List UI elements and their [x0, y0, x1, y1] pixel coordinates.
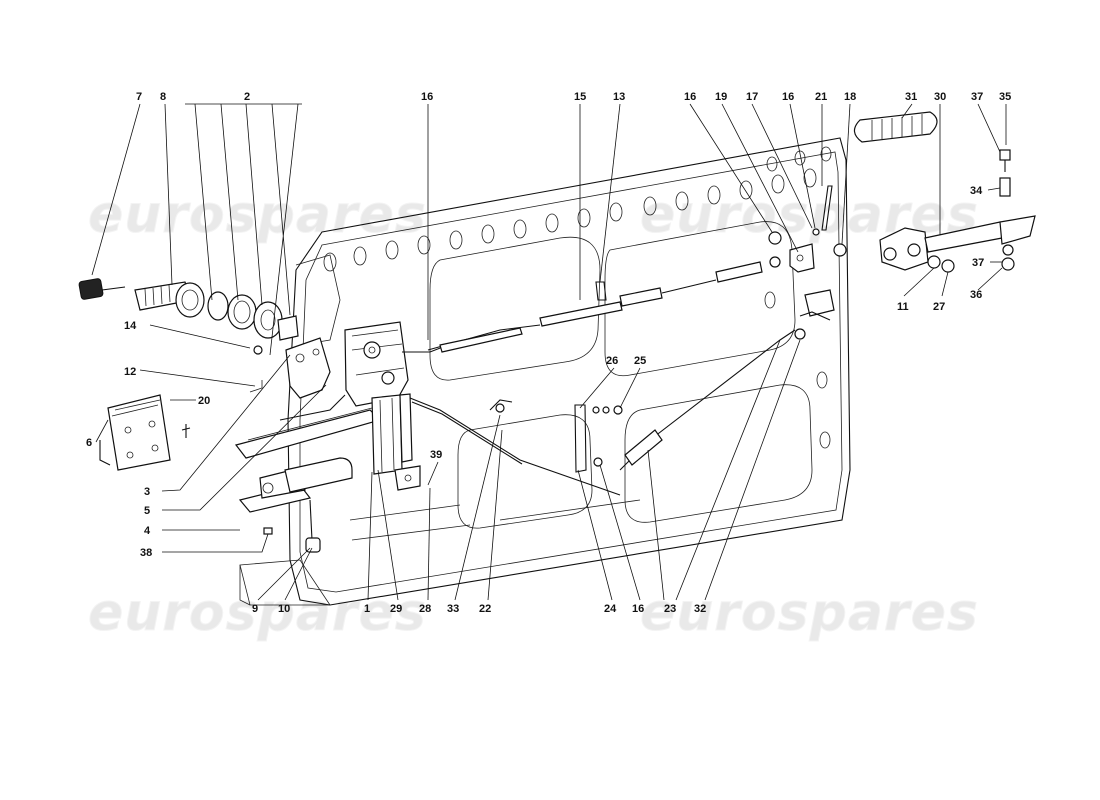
callout-18: 18 [844, 91, 856, 103]
callout-5: 5 [144, 505, 150, 517]
callout-11: 11 [897, 301, 909, 313]
release-lever-assembly [234, 337, 382, 553]
watermark-bottom-left: eurospares [88, 583, 427, 643]
callout-32: 32 [694, 603, 706, 615]
watermark-top-right: eurospares [640, 185, 979, 245]
callout-16-bottom: 16 [632, 603, 644, 615]
callout-14: 14 [124, 320, 137, 332]
callout-9: 9 [252, 603, 258, 615]
callout-15: 15 [574, 91, 586, 103]
callout-37-top: 37 [971, 91, 983, 103]
callout-16-top-right: 16 [782, 91, 794, 103]
outside-handle [853, 111, 1036, 273]
callout-20: 20 [198, 395, 210, 407]
callout-30: 30 [934, 91, 946, 103]
callout-31: 31 [905, 91, 917, 103]
callout-4: 4 [144, 525, 151, 537]
washer-stack [592, 405, 623, 415]
callout-7: 7 [136, 91, 142, 103]
callout-33: 33 [447, 603, 459, 615]
watermark-group: eurospares eurospares eurospares eurospa… [88, 185, 979, 644]
callout-12: 12 [124, 366, 136, 378]
callout-13: 13 [613, 91, 625, 103]
callout-1: 1 [364, 603, 370, 615]
callout-34: 34 [970, 185, 983, 197]
callout-23: 23 [664, 603, 676, 615]
remote-lever-bracket [768, 185, 847, 321]
callout-2: 2 [244, 91, 250, 103]
callout-10: 10 [278, 603, 290, 615]
callout-27: 27 [933, 301, 945, 313]
handle-plate [99, 394, 191, 471]
callout-22: 22 [479, 603, 491, 615]
callout-labels: 7 8 2 16 15 13 16 19 17 16 21 18 31 30 3… [86, 91, 1011, 615]
callout-36: 36 [970, 289, 982, 301]
callout-28: 28 [419, 603, 431, 615]
control-rods [409, 256, 806, 496]
callout-39: 39 [430, 449, 442, 461]
callout-3: 3 [144, 486, 150, 498]
panel-holes [323, 146, 832, 449]
callout-37-bottom: 37 [972, 257, 984, 269]
callout-26: 26 [606, 355, 618, 367]
callout-19: 19 [715, 91, 727, 103]
callout-24: 24 [604, 603, 617, 615]
callout-21: 21 [815, 91, 827, 103]
callout-38: 38 [140, 547, 152, 559]
callout-8: 8 [160, 91, 166, 103]
leader-lines [91, 103, 1007, 601]
callout-25: 25 [634, 355, 646, 367]
callout-17: 17 [746, 91, 758, 103]
callout-16-top-left: 16 [421, 91, 433, 103]
callout-6: 6 [86, 437, 92, 449]
callout-16-top-mid: 16 [684, 91, 696, 103]
watermark-bottom-right: eurospares [640, 583, 979, 643]
callout-35: 35 [999, 91, 1011, 103]
door-lock-body [279, 321, 449, 491]
watermark-top-left: eurospares [88, 185, 427, 245]
callout-29: 29 [390, 603, 402, 615]
key-cylinder-assembly [78, 278, 299, 393]
